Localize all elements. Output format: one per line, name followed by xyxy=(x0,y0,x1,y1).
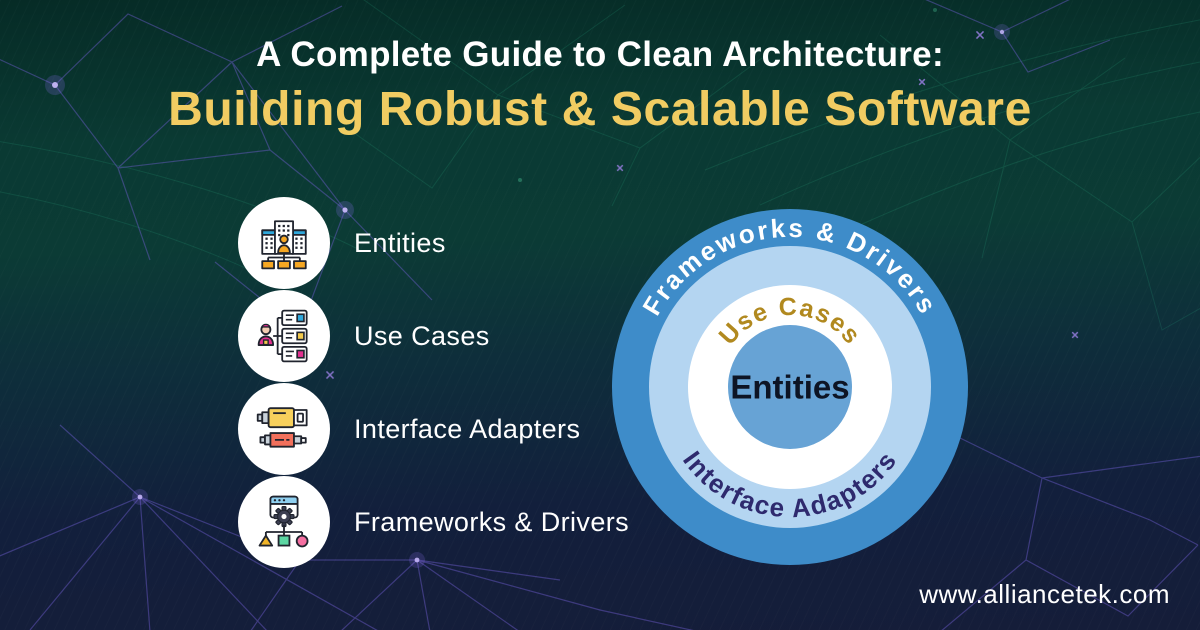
page-subtitle: Building Robust & Scalable Software xyxy=(168,83,1032,136)
user-flow-cards-icon xyxy=(238,290,330,382)
ring-label-entities: Entities xyxy=(730,369,849,406)
list-item-use-cases: Use Cases xyxy=(238,290,629,382)
page-title: A Complete Guide to Clean Architecture: xyxy=(256,35,944,74)
list-item-label: Use Cases xyxy=(354,320,490,351)
layer-list: Entities xyxy=(238,197,629,569)
onion-diagram-svg: Frameworks & Drivers Use Cases Interface… xyxy=(612,209,968,565)
green-mesh-lines xyxy=(0,0,1200,331)
cable-connectors-icon xyxy=(238,383,330,475)
list-item-frameworks-drivers: Frameworks & Drivers xyxy=(238,476,629,568)
header: A Complete Guide to Clean Architecture: … xyxy=(0,34,1200,137)
glow-nodes xyxy=(45,8,1010,568)
sparkle-icons xyxy=(325,30,1079,380)
list-item-label: Entities xyxy=(354,227,446,258)
list-item-entities: Entities xyxy=(238,197,629,289)
app-window-gear-icon xyxy=(238,476,330,568)
buildings-organization-icon xyxy=(238,197,330,289)
ring-entities-center xyxy=(728,325,852,449)
list-item-label: Interface Adapters xyxy=(354,413,581,444)
list-item-interface-adapters: Interface Adapters xyxy=(238,383,629,475)
list-item-label: Frameworks & Drivers xyxy=(354,506,630,537)
clean-architecture-diagram: Frameworks & Drivers Use Cases Interface… xyxy=(600,197,980,577)
website-url: www.alliancetek.com xyxy=(919,579,1170,609)
